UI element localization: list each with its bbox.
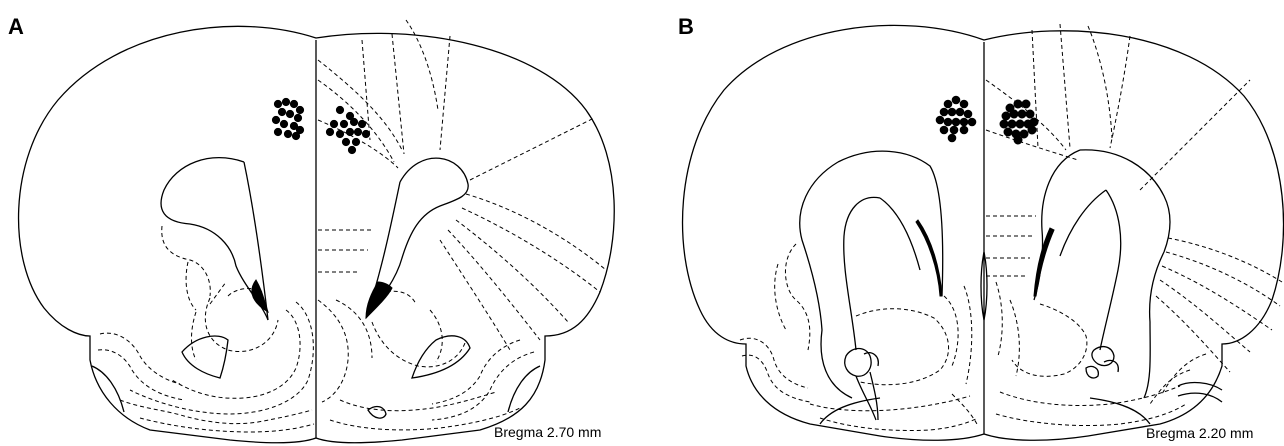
panel-b-dashed-regions-right [986,24,1282,426]
panel-b-dot-cluster-right [1000,100,1038,144]
panel-a-dashed-regions-left [98,226,314,432]
panel-b-left-ventricle [838,151,943,296]
panel-b-bregma-label: Bregma 2.20 mm [1146,425,1253,441]
panel-a-left-ventricle [161,158,268,320]
panel-a-dot-cluster-right [326,106,369,153]
panel-a-bregma-label: Bregma 2.70 mm [494,424,601,440]
panel-b-section [683,24,1284,440]
panel-a-dot-cluster-left [272,98,303,139]
panel-a-section [19,20,615,443]
panel-b-outline [683,25,1284,440]
panel-a-dashed-regions-right [318,20,606,430]
panel-b-dot-cluster-left [936,96,976,142]
